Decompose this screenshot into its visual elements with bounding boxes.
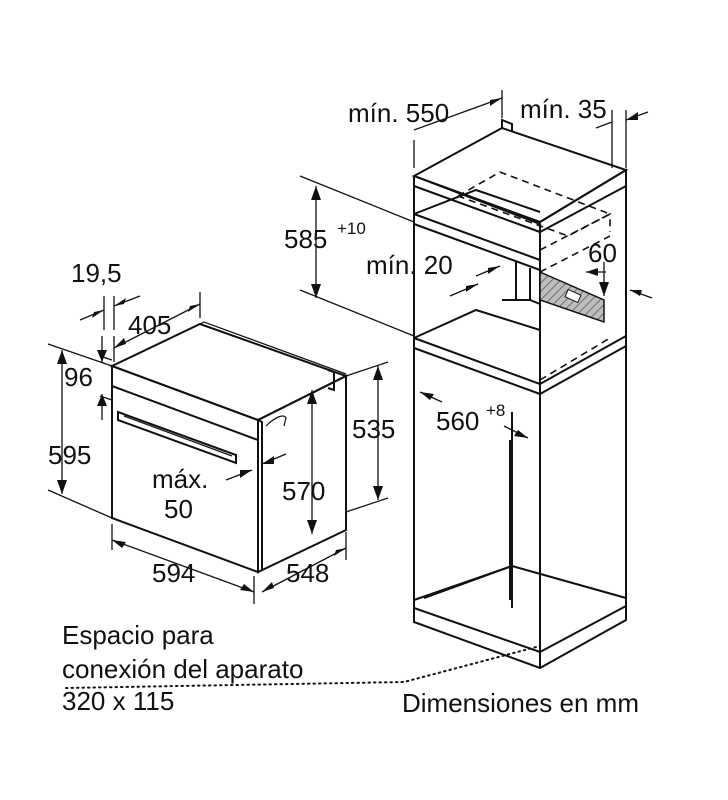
note-space-line-1: Espacio para	[62, 620, 214, 650]
note-space-line-3: 320 x 115	[62, 686, 174, 716]
label-595: 595	[48, 440, 91, 470]
note-space-line-2: conexión del aparato	[62, 654, 303, 684]
label-548: 548	[286, 558, 329, 588]
oven-control-strip	[111, 385, 259, 441]
oven-top-rear-step	[199, 321, 347, 375]
label-570: 570	[282, 476, 325, 506]
label-560: 560	[436, 406, 479, 436]
label-585-tolerance: +10	[337, 219, 366, 238]
connection-leader	[65, 313, 541, 689]
cabinet-upper-shelf	[413, 213, 541, 261]
dimension-labels: 19,5 405 96 595 máx. 50 570 535 594 548 …	[48, 94, 617, 588]
label-19-5: 19,5	[71, 258, 122, 288]
cabinet-oven-shelf	[413, 337, 541, 385]
label-60: 60	[588, 238, 617, 268]
cabinet-top-shelf	[413, 185, 541, 233]
cabinet-dimensions	[299, 90, 653, 439]
label-96: 96	[64, 362, 93, 392]
cabinet-back-lip	[501, 118, 513, 132]
label-min-35: mín. 35	[520, 94, 607, 124]
oven-side	[257, 374, 347, 574]
notes: Espacio para conexión del aparato 320 x …	[62, 620, 639, 718]
label-594: 594	[152, 558, 195, 588]
label-405: 405	[128, 310, 171, 340]
label-max: máx.	[152, 464, 208, 494]
oven-handle-inner	[123, 415, 233, 457]
note-units: Dimensiones en mm	[402, 688, 639, 718]
oven-side-hinge	[265, 415, 287, 427]
oven-dimensions	[47, 292, 389, 604]
label-585: 585	[284, 224, 327, 254]
upper-compartment-dashed	[457, 171, 612, 400]
cabinet-right-side	[539, 168, 627, 653]
label-min-550: mín. 550	[348, 98, 449, 128]
oven-fascia-edge	[257, 419, 263, 570]
oven-door-handle	[117, 410, 237, 465]
label-min-20: mín. 20	[366, 250, 453, 280]
oven-rear-bump	[327, 369, 335, 392]
label-560-tolerance: +8	[486, 401, 505, 420]
tall-cabinet	[411, 118, 629, 670]
oven-drawing	[109, 321, 349, 574]
cabinet-plinth	[413, 606, 627, 670]
label-535: 535	[352, 414, 395, 444]
label-max-value: 50	[164, 494, 193, 524]
